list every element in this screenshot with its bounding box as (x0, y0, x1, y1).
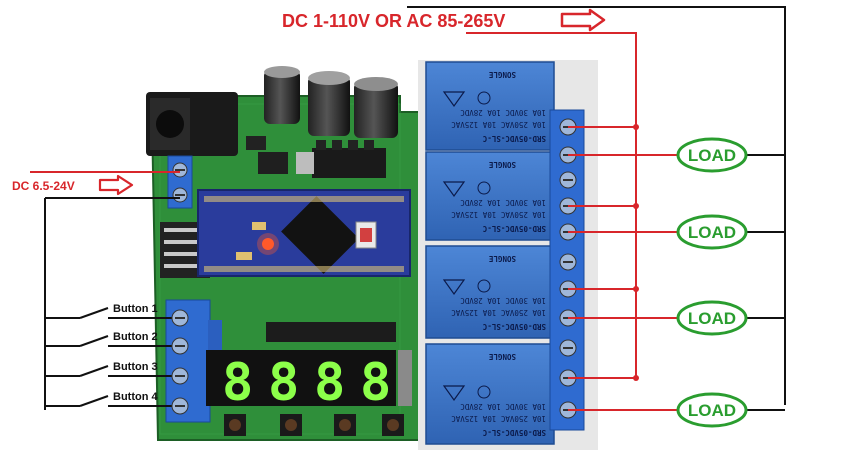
main-supply-wires (407, 6, 786, 411)
terminal-screw (559, 171, 577, 189)
relay-spec-label: 10A 250VAC 10A 125VAC (451, 308, 546, 317)
button-1-label: Button 1 (113, 303, 158, 315)
display-header-pins (266, 322, 396, 342)
triangle-logo-icon (442, 181, 491, 198)
dc-barrel-jack (146, 92, 238, 156)
relay-spec-label: 10A 250VAC 10A 125VAC (451, 414, 546, 423)
relay-spec-label: 10A 250VAC 10A 125VAC (451, 210, 546, 219)
relay-1: SRD-05VDC-SL-C 10A 250VAC 10A 125VAC 10A 3… (425, 61, 555, 151)
relay-bank: SRD-05VDC-SL-C 10A 250VAC 10A 125VAC 10A 3… (425, 61, 555, 445)
load-badge-1: LOAD (676, 137, 748, 173)
button-3-label: Button 3 (113, 361, 158, 373)
board-supply-arrow-icon (98, 174, 134, 196)
triangle-logo-icon (442, 385, 491, 402)
tactile-buttons (224, 414, 404, 436)
relay-3: SRD-05VDC-SL-C 10A 250VAC 10A 125VAC 10A 3… (425, 245, 555, 339)
arduino-pro-mini (197, 189, 411, 277)
display-digit: 8 (222, 353, 253, 413)
triangle-logo-icon (442, 91, 491, 108)
relay-brand-label: SONGLE (488, 160, 516, 169)
relay-model-label: SRD-05VDC-SL-C (483, 428, 546, 437)
display-digit: 8 (360, 353, 391, 413)
relay-brand-label: SONGLE (488, 352, 516, 361)
load-badge-2: LOAD (676, 214, 748, 250)
relay-brand-label: SONGLE (488, 254, 516, 263)
terminal-screw (559, 339, 577, 357)
relay-brand-label: SONGLE (488, 70, 516, 79)
relay-model-label: SRD-05VDC-SL-C (483, 322, 546, 331)
display-digit: 8 (314, 353, 345, 413)
junction-dots (633, 124, 639, 381)
load-2-label: LOAD (688, 223, 736, 242)
load-4-label: LOAD (688, 401, 736, 420)
relay-model-label: SRD-05VDC-SL-C (483, 224, 546, 233)
load-badge-3: LOAD (676, 300, 748, 336)
relay-spec-label: 10A 30VDC 10A 28VDC (460, 402, 546, 411)
button-4-label: Button 4 (113, 391, 158, 403)
relay-spec-label: 10A 30VDC 10A 28VDC (460, 198, 546, 207)
relay-4: SRD-05VDC-SL-C 10A 250VAC 10A 125VAC 10A 3… (425, 343, 555, 445)
relay-2: SRD-05VDC-SL-C 10A 250VAC 10A 125VAC 10A 3… (425, 151, 555, 241)
display-digit: 8 (268, 353, 299, 413)
load-1-label: LOAD (688, 146, 736, 165)
button-wires (45, 307, 180, 407)
terminal-screw (559, 253, 577, 271)
main-supply-arrow-icon (560, 8, 606, 32)
main-supply-label: DC 1-110V OR AC 85-265V (282, 11, 505, 31)
load-3-label: LOAD (688, 309, 736, 328)
regulator-ic (246, 136, 386, 178)
relay-spec-label: 10A 30VDC 10A 28VDC (460, 296, 546, 305)
capacitors (264, 66, 398, 138)
board-supply-label: DC 6.5-24V (12, 179, 75, 193)
power-terminal-block (167, 155, 193, 209)
board-supply-wires (30, 171, 180, 410)
relay-output-terminals (549, 109, 585, 431)
triangle-logo-icon (442, 279, 491, 296)
relay-model-label: SRD-05VDC-SL-C (483, 134, 546, 143)
load-badge-4: LOAD (676, 392, 748, 428)
button-terminal-screws (171, 309, 189, 415)
relay-spec-label: 10A 250VAC 10A 125VAC (451, 120, 546, 129)
button-2-label: Button 2 (113, 331, 158, 343)
relay-spec-label: 10A 30VDC 10A 28VDC (460, 108, 546, 117)
